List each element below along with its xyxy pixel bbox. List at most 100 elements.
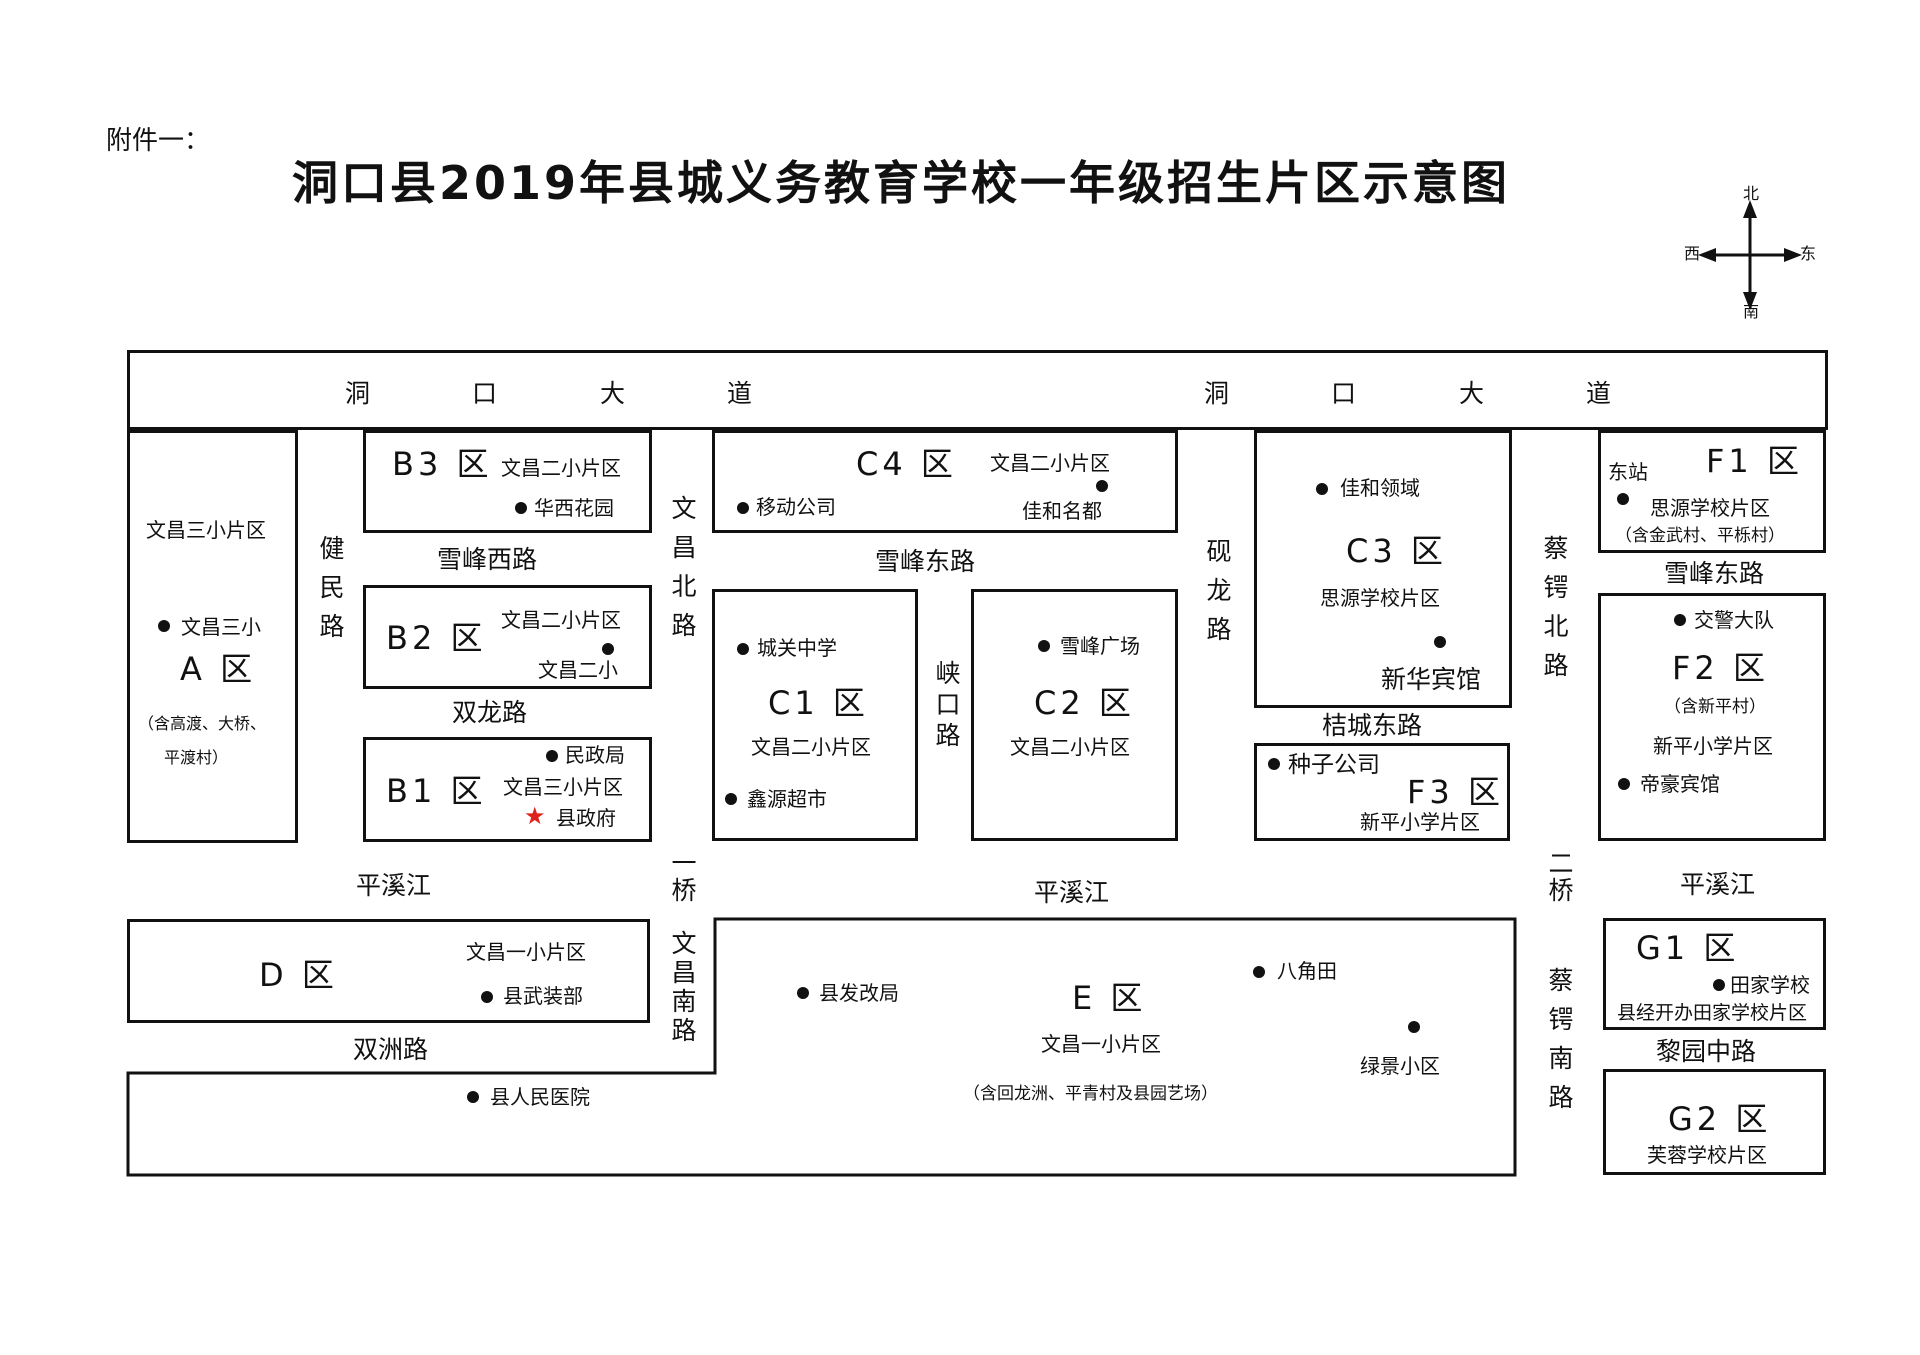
road-label-avenue-7: 大 (1459, 379, 1485, 408)
zone-f2 (1598, 593, 1826, 841)
road-label-wenchang-south: 文昌南路 (668, 930, 697, 1046)
zone-c4-poi-1: 移动公司 (756, 495, 836, 519)
zone-c2-name: C2 区 (1034, 684, 1135, 722)
zone-a-note-2: 平渡村） (164, 748, 229, 767)
zone-b1-name: B1 区 (386, 772, 487, 810)
zone-e-poi-2: 八角田 (1277, 959, 1337, 983)
zone-e-poi-3: 绿景小区 (1360, 1054, 1440, 1078)
poi-dot (725, 793, 737, 805)
zone-c4-poi-2: 佳和名都 (1022, 499, 1102, 523)
zone-c2-poi-1: 雪峰广场 (1060, 634, 1140, 658)
poi-dot (737, 643, 749, 655)
zone-c3 (1254, 430, 1512, 708)
zone-b3-name: B3 区 (392, 445, 493, 483)
poi-dot (481, 991, 493, 1003)
zone-g1 (1603, 918, 1826, 1030)
zone-b1-poi-2: 县政府 (556, 806, 616, 830)
zone-a-poi-1: 文昌三小 (181, 615, 261, 639)
road-label-yanlong: 砚龙路 (1203, 538, 1232, 655)
poi-dot (1268, 758, 1280, 770)
zone-b3 (363, 430, 652, 533)
road-label-liyuan: 黎园中路 (1656, 1037, 1757, 1066)
compass-east: 东 (1800, 244, 1817, 263)
zone-c1-name: C1 区 (768, 684, 869, 722)
zone-f2-poi-2: 帝豪宾馆 (1640, 772, 1720, 796)
zone-f3-school: 新平小学片区 (1360, 810, 1480, 834)
zone-e-name: E 区 (1072, 979, 1147, 1017)
poi-dot (1617, 493, 1629, 505)
river-label-pingxi-3: 平溪江 (1680, 870, 1756, 899)
river-label-pingxi-1: 平溪江 (356, 871, 432, 900)
zone-g1-school: 县经开办田家学校片区 (1617, 1002, 1808, 1024)
zone-b3-school: 文昌二小片区 (501, 456, 621, 480)
zone-g2-school: 芙蓉学校片区 (1647, 1143, 1767, 1167)
zone-e-poi-1: 县发改局 (819, 981, 899, 1005)
road-label-avenue-5: 洞 (1204, 379, 1230, 408)
zone-c1-poi-1: 城关中学 (757, 636, 837, 660)
zone-d-poi-1: 县武装部 (503, 984, 583, 1008)
zone-c2 (971, 589, 1178, 841)
zone-a-school: 文昌三小片区 (146, 518, 266, 542)
compass-west: 西 (1684, 244, 1701, 263)
poi-dot (515, 502, 527, 514)
poi-dot (1674, 614, 1686, 626)
zone-a-note-1: （含高渡、大桥、 (138, 714, 267, 733)
road-label-xuefeng-west: 雪峰西路 (437, 545, 538, 574)
road-label-yiqiao: 一桥 (668, 850, 697, 904)
poi-dot (1713, 979, 1725, 991)
compass-north: 北 (1743, 184, 1760, 203)
road-label-avenue-4: 道 (727, 379, 753, 408)
zone-c1 (712, 589, 918, 841)
poi-dot (1096, 480, 1108, 492)
zone-f2-poi-1: 交警大队 (1694, 608, 1774, 632)
road-label-avenue-8: 道 (1586, 379, 1612, 408)
zone-d-school: 文昌一小片区 (466, 940, 586, 964)
zone-f2-school: 新平小学片区 (1653, 734, 1773, 758)
zone-c3-school: 思源学校片区 (1320, 586, 1440, 610)
road-label-erqiao: 二桥 (1545, 850, 1574, 904)
road-label-xuefeng-east-2: 雪峰东路 (1664, 559, 1765, 588)
zone-b1 (363, 737, 652, 842)
zone-e-school: 文昌一小片区 (1041, 1032, 1161, 1056)
zone-f3-poi-1: 种子公司 (1288, 752, 1380, 778)
zone-d (127, 919, 650, 1023)
zone-c4-name: C4 区 (856, 445, 957, 483)
zone-b2 (363, 585, 652, 689)
zone-b1-poi-1: 民政局 (565, 743, 625, 767)
compass-icon (1698, 200, 1802, 310)
river-label-pingxi-2: 平溪江 (1034, 878, 1110, 907)
poi-dot (1253, 966, 1265, 978)
road-label-shuangzhou: 双洲路 (353, 1035, 429, 1064)
poi-dot (1618, 778, 1630, 790)
road-label-avenue-1: 洞 (345, 379, 371, 408)
zone-f1 (1598, 430, 1826, 553)
zone-e-poi-4: 县人民医院 (490, 1085, 590, 1109)
poi-dot (158, 620, 170, 632)
zone-f1-poi-1: 东站 (1608, 460, 1648, 484)
road-label-shuanglong: 双龙路 (452, 698, 528, 727)
zone-g2 (1603, 1069, 1826, 1175)
zone-b2-name: B2 区 (386, 619, 487, 657)
zone-b2-poi-1: 文昌二小 (538, 658, 618, 682)
road-label-caie-south: 蔡锷南路 (1545, 967, 1574, 1123)
road-label-caie-north: 蔡锷北路 (1540, 535, 1569, 691)
attachment-label: 附件一： (106, 126, 211, 156)
poi-dot (1038, 640, 1050, 652)
poi-dot (737, 502, 749, 514)
zone-f2-note: （含新平村） (1664, 697, 1766, 717)
poi-dot (1434, 636, 1446, 648)
zone-c3-name: C3 区 (1346, 532, 1447, 570)
zone-a (127, 430, 298, 843)
zone-b3-poi-1: 华西花园 (534, 496, 614, 520)
page-title: 洞口县2019年县城义务教育学校一年级招生片区示意图 (292, 156, 1511, 210)
poi-dot (1408, 1021, 1420, 1033)
dongkou-avenue-band (127, 350, 1828, 430)
poi-dot (467, 1091, 479, 1103)
zone-c2-school: 文昌二小片区 (1010, 735, 1130, 759)
road-label-xiakou: 峡口路 (932, 660, 961, 753)
zone-c1-poi-2: 鑫源超市 (747, 787, 827, 811)
zone-f3 (1254, 743, 1510, 841)
poi-dot (797, 987, 809, 999)
zone-f2-name: F2 区 (1672, 649, 1769, 687)
